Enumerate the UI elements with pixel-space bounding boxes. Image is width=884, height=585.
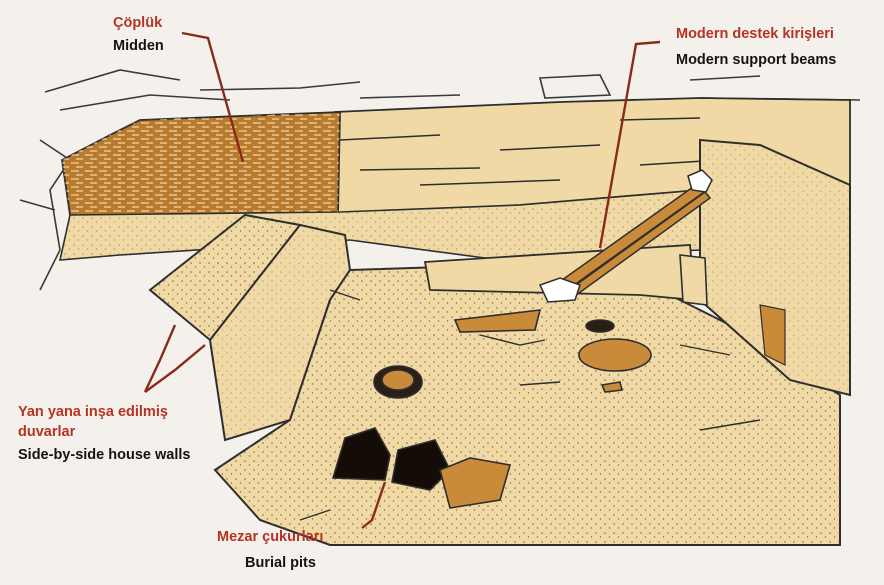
pits-label-en: Burial pits <box>217 554 323 572</box>
midden-label: Çöplük Midden <box>113 14 164 55</box>
midden-label-en: Midden <box>113 37 164 55</box>
pits-label: Mezar çukurları Burial pits <box>217 528 323 572</box>
beams-label: Modern destek kirişleri Modern support b… <box>676 25 836 69</box>
beams-label-en: Modern support beams <box>676 51 836 69</box>
pits-label-tr: Mezar çukurları <box>217 528 323 546</box>
walls-label: Yan yana inşa edilmiş duvarlar Side-by-s… <box>18 403 208 464</box>
midden-label-tr: Çöplük <box>113 14 164 32</box>
walls-label-tr: Yan yana inşa edilmiş duvarlar <box>18 403 208 442</box>
beams-label-tr: Modern destek kirişleri <box>676 25 836 43</box>
walls-label-en: Side-by-side house walls <box>18 446 208 464</box>
